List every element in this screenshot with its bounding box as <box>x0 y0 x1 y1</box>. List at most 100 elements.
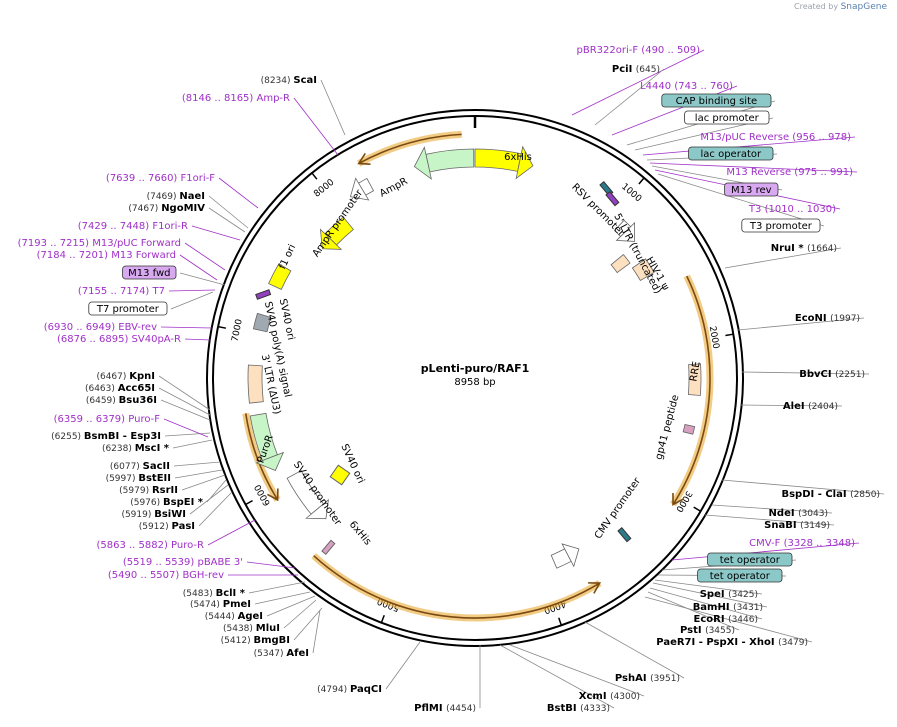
label-name-14: AleI <box>783 401 808 412</box>
leader-48 <box>163 418 209 438</box>
tick-label-1000: 1000 <box>619 182 643 205</box>
label-50: (6463) Acc65I <box>85 383 155 394</box>
tick-mark-3000 <box>693 506 701 512</box>
orf-raf-lower-head <box>588 582 602 594</box>
leader-36 <box>248 581 306 594</box>
label-box-56 <box>122 265 177 280</box>
m13-rev-mark <box>605 191 620 207</box>
label-11: NruI * (1664) <box>771 243 837 254</box>
label-59: (7429 .. 7448) F1ori-R <box>78 221 188 232</box>
rre-feature <box>687 363 702 396</box>
label-31: (5347) AfeI <box>254 648 309 659</box>
label-57: (7184 .. 7201) M13 Forward <box>37 250 176 261</box>
label-45: (6077) SacII <box>110 461 170 472</box>
leader-32 <box>293 607 323 641</box>
label-47: (6255) BsmBI - Esp3I <box>51 431 161 442</box>
label-pos-36: (5483) <box>183 589 216 599</box>
label-pos-35: (5474) <box>190 600 223 610</box>
label-pos-47: (6255) <box>51 432 84 442</box>
label-name-41: BsiWI <box>154 509 186 520</box>
label-name-21: SpeI <box>700 589 728 600</box>
label-12: EcoNI (1997) <box>795 313 860 324</box>
leader-51 <box>158 375 211 411</box>
label-7: M13 Reverse (975 .. 991) <box>726 167 853 178</box>
label-pos-44: (5997) <box>106 474 139 484</box>
cmv-promoter-feature <box>550 548 572 569</box>
leader-2 <box>611 85 738 136</box>
label-name-60: NgoMIV <box>161 203 205 214</box>
label-pos-23: (3446) <box>728 615 758 625</box>
label-pos-26: (3951) <box>650 674 680 684</box>
label-pos-43: (5979) <box>119 486 152 496</box>
label-pos-21: (3425) <box>728 590 758 600</box>
ampr-promoter-feature <box>357 177 375 196</box>
label-8: M13 rev <box>731 185 772 196</box>
leader-30 <box>385 641 421 690</box>
label-name-42: BspEI * <box>163 497 204 508</box>
label-6: lac operator <box>701 149 762 160</box>
label-22: BamHI (3431) <box>693 602 763 613</box>
leader-40 <box>198 491 233 527</box>
label-name-43: RsrII <box>152 485 178 496</box>
label-55: (7155 .. 7174) T7 <box>78 286 165 297</box>
feature-name-1: AmpR <box>378 176 410 200</box>
credit-brand: SnapGene <box>840 2 887 12</box>
label-27: XcmI (4300) <box>579 691 640 702</box>
label-18: CMV-F (3328 .. 3348) <box>749 538 855 549</box>
leader-39 <box>207 519 256 546</box>
label-15: BspDI - ClaI (2850) <box>781 489 880 500</box>
label-63: (8146 .. 8165) Amp-R <box>182 93 290 104</box>
leader-56 <box>179 272 226 286</box>
leader-13 <box>741 371 870 375</box>
orf-ampr-outer-head <box>357 152 371 165</box>
leader-64 <box>320 79 346 136</box>
label-24: PstI (3455) <box>680 625 735 636</box>
label-name-50: Acc65I <box>118 383 155 394</box>
his-tag-feature <box>321 539 336 555</box>
label-0: pBR322ori-F (490 .. 509) <box>577 45 701 56</box>
ampr-feature <box>425 148 475 173</box>
label-43: (5979) RsrII <box>119 485 178 496</box>
leader-1 <box>594 68 665 126</box>
label-13: BbvCI (2251) <box>799 369 865 380</box>
label-name-1: PciI <box>612 64 636 75</box>
map-length: 8958 bp <box>454 377 495 388</box>
label-name-40: PasI <box>172 521 195 532</box>
label-34: (5444) AgeI <box>205 611 263 622</box>
tick-mark-8000 <box>311 172 318 180</box>
label-pos-42: (5976) <box>130 498 163 508</box>
label-name-29: PflMI <box>414 703 446 714</box>
label-box-19 <box>707 552 793 567</box>
label-pos-46: (6238) <box>102 444 135 454</box>
leader-0 <box>571 49 705 116</box>
label-name-36: BclI * <box>216 588 246 599</box>
label-39: (5863 .. 5882) Puro-R <box>96 540 204 551</box>
leader-61 <box>208 195 249 229</box>
leader-45 <box>173 461 221 467</box>
leader-49 <box>160 399 211 421</box>
label-52: (6876 .. 6895) SV40pA-R <box>57 334 181 345</box>
label-pos-12: (1997) <box>830 314 860 324</box>
cmv-promoter-feature-head <box>561 543 580 568</box>
leader-14 <box>739 404 843 407</box>
leader-24 <box>647 591 740 631</box>
label-28: BstBI (4333) <box>547 703 610 714</box>
leader-31 <box>312 609 321 654</box>
leader-15 <box>721 479 885 495</box>
label-name-31: AfeI <box>286 648 309 659</box>
orf-raf-upper-line <box>672 275 711 505</box>
label-53: (6930 .. 6949) EBV-rev <box>44 322 157 333</box>
label-9: T3 (1010 .. 1030) <box>748 204 836 215</box>
leader-5 <box>642 136 856 156</box>
feature-name-3: f1 ori <box>277 243 298 271</box>
label-pos-17: (3149) <box>800 521 830 531</box>
label-pos-28: (4333) <box>580 704 610 714</box>
label-pos-40: (5912) <box>139 522 172 532</box>
label-name-46: MscI * <box>135 443 170 454</box>
leader-23 <box>649 587 763 620</box>
label-name-12: EcoNI <box>795 313 830 324</box>
label-48: (6359 .. 6379) Puro-F <box>54 414 161 425</box>
leader-35 <box>254 591 311 605</box>
label-pos-51: (6467) <box>96 372 129 382</box>
label-62: (7639 .. 7660) F1ori-F <box>106 173 215 184</box>
